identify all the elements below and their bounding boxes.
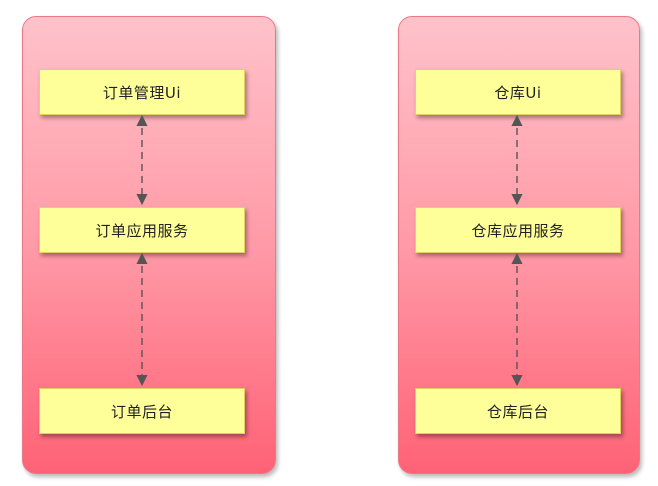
order-system-container: 订单管理Ui 订单应用服务 订单后台 [22,16,276,474]
warehouse-app-service-node[interactable]: 仓库应用服务 [415,207,621,253]
warehouse-backend-node[interactable]: 仓库后台 [415,388,621,434]
warehouse-ui-node[interactable]: 仓库Ui [415,69,621,115]
order-ui-node[interactable]: 订单管理Ui [39,69,245,115]
warehouse-app-service-label: 仓库应用服务 [471,221,565,240]
order-ui-label: 订单管理Ui [102,83,182,102]
warehouse-system-container: 仓库Ui 仓库应用服务 仓库后台 [398,16,640,474]
order-app-service-label: 订单应用服务 [95,221,189,240]
warehouse-ui-label: 仓库Ui [494,83,542,102]
order-backend-label: 订单后台 [110,402,173,421]
warehouse-backend-label: 仓库后台 [486,402,549,421]
order-backend-node[interactable]: 订单后台 [39,388,245,434]
order-app-service-node[interactable]: 订单应用服务 [39,207,245,253]
